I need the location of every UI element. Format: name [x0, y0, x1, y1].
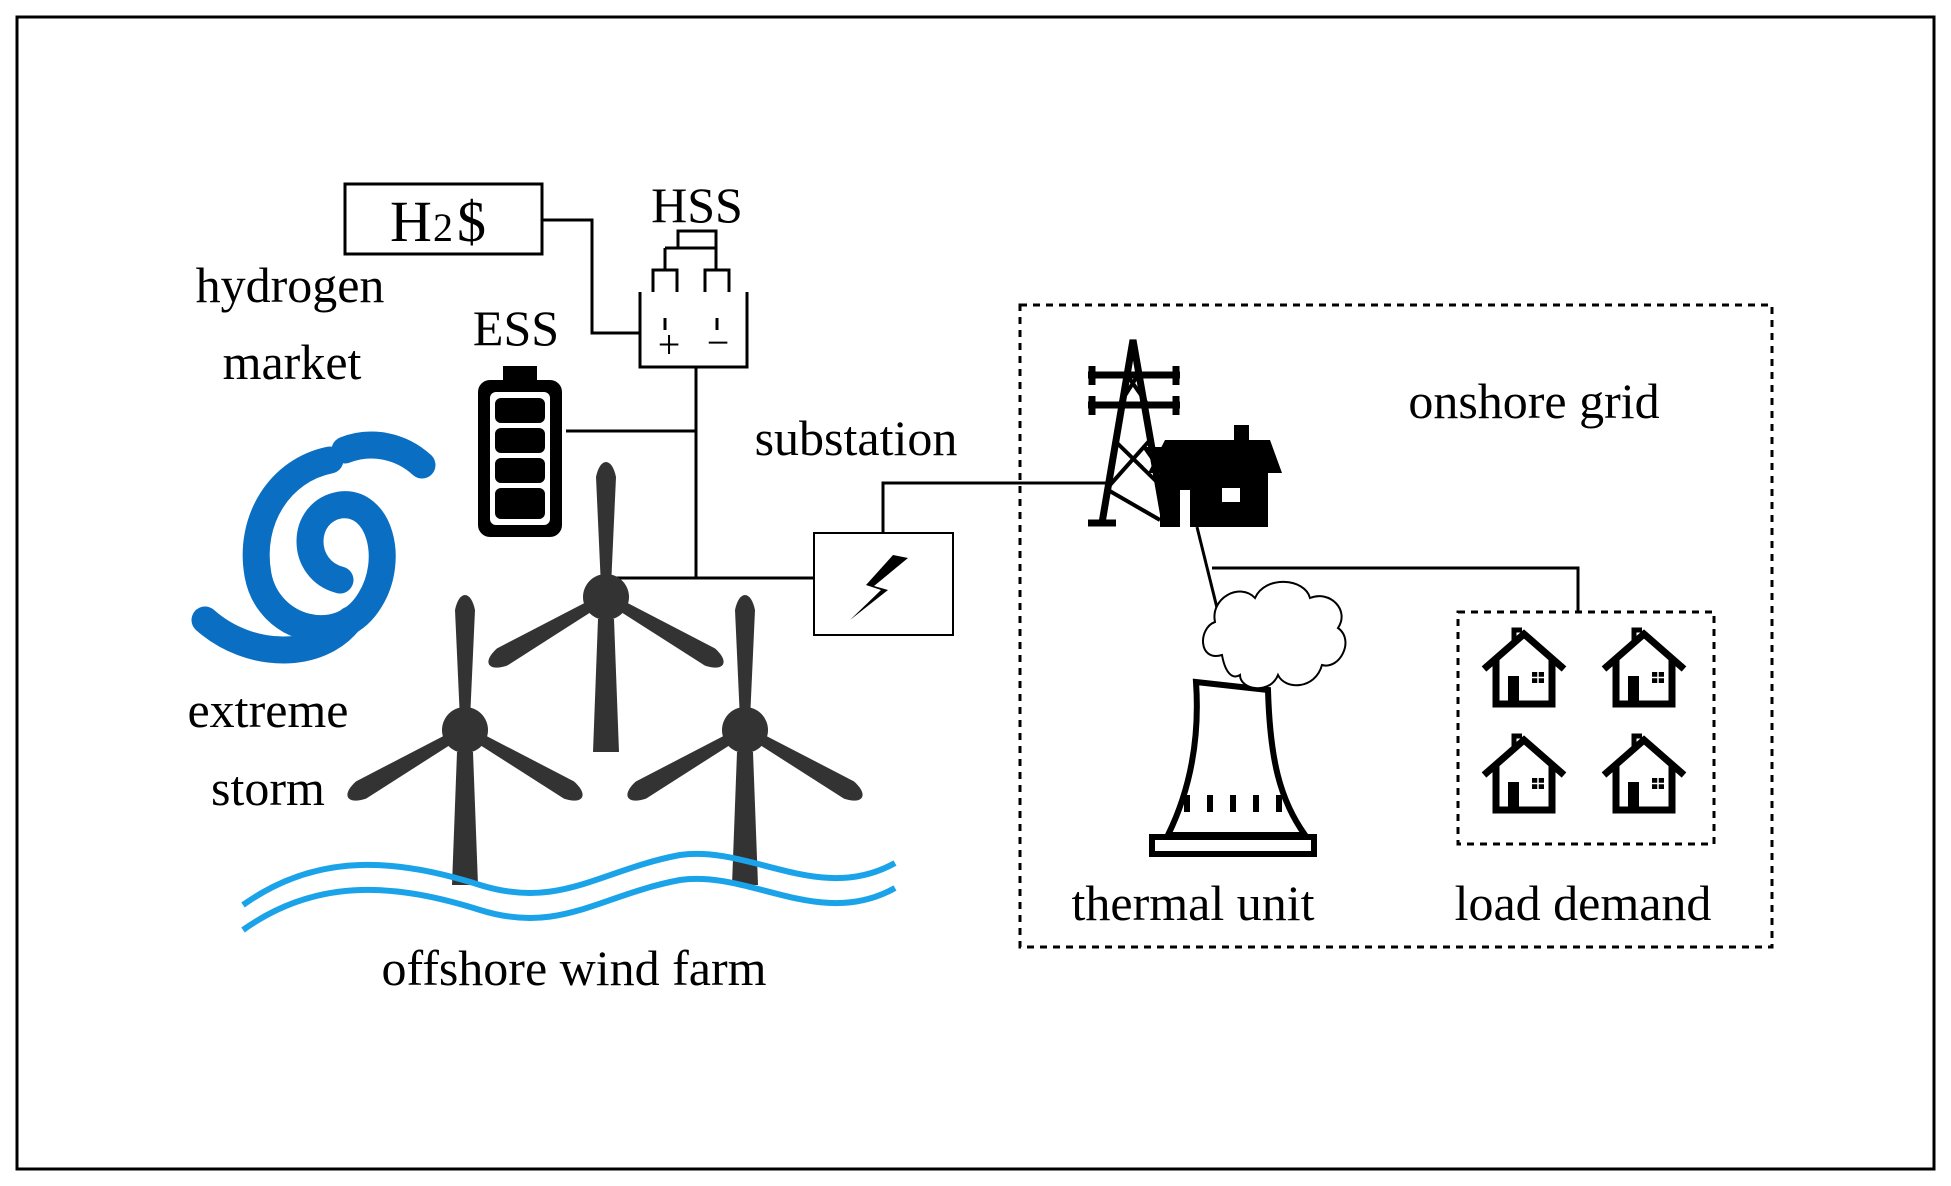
hydrogen-market-label-line1: hydrogen [196, 257, 385, 313]
hydrogen-price-subscript: 2 [433, 205, 453, 250]
extreme-storm-label-line2: storm [211, 760, 325, 816]
onshore-grid-boundary [1018, 303, 1774, 949]
wind-turbine-icon [343, 595, 587, 885]
load-demand-label: load demand [1455, 875, 1712, 931]
home-icon [1604, 736, 1684, 810]
hydrogen-price-h: H [390, 189, 432, 254]
onshore-grid-label: onshore grid [1408, 373, 1659, 429]
connection-lines [542, 218, 1580, 621]
cloud-icon [1202, 580, 1347, 690]
home-icon [1484, 736, 1564, 810]
substation-label: substation [755, 410, 958, 466]
battery-icon [478, 366, 562, 537]
thermal-plant-icon [1149, 678, 1317, 857]
hydrogen-price-box: H 2 $ [343, 182, 544, 256]
wind-turbine-icon [623, 595, 867, 885]
substation-icon [813, 532, 954, 636]
ess-label: ESS [473, 300, 559, 356]
house-icon [1142, 425, 1282, 527]
waves-icon [241, 850, 897, 933]
hss-icon [638, 229, 749, 369]
hydrogen-price-symbol: $ [457, 189, 486, 254]
thermal-unit-label: thermal unit [1072, 875, 1315, 931]
extreme-storm-label-line1: extreme [187, 682, 348, 738]
hss-plus: + [658, 322, 681, 367]
hydrogen-market-label-line2: market [223, 334, 362, 390]
offshore-wind-farm-label: offshore wind farm [381, 940, 766, 996]
outer-frame [15, 15, 1936, 1171]
home-icon [1604, 630, 1684, 704]
storm-icon [191, 431, 436, 664]
hss-label: HSS [651, 177, 743, 233]
hss-minus: − [707, 320, 730, 365]
load-demand-boundary [1456, 610, 1716, 846]
home-icon [1484, 630, 1564, 704]
